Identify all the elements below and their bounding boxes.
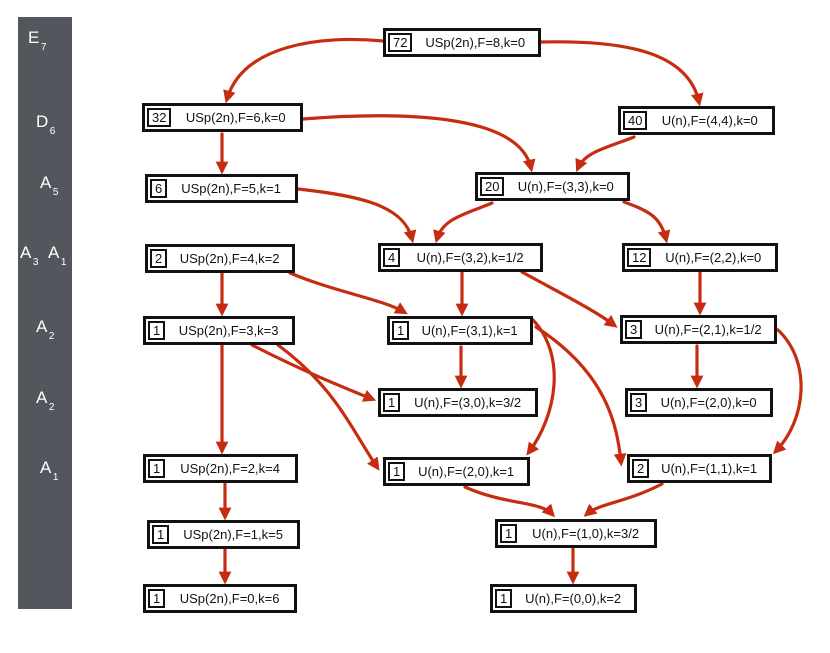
- legend-label-d6: D6: [36, 112, 56, 138]
- edge-u-11-to-u-10: [583, 482, 664, 517]
- node-label: USp(2n),F=0,k=6: [179, 591, 280, 606]
- node-usp-f1: 1 USp(2n),F=1,k=5: [147, 520, 300, 549]
- node-count: 1: [495, 589, 513, 608]
- node-label: U(n),F=(2,0),k=1: [418, 464, 515, 479]
- legend-label-a2-lower: A2: [36, 388, 55, 414]
- node-u-31: 1 U(n),F=(3,1),k=1: [387, 316, 533, 345]
- node-label: U(n),F=(3,3),k=0: [517, 179, 614, 194]
- node-count: 1: [392, 321, 410, 340]
- edge-usp-f4-to-u-31: [288, 271, 408, 315]
- edge-u-33-to-u-22: [622, 200, 671, 244]
- node-count: 1: [383, 393, 401, 412]
- node-count: 1: [148, 589, 166, 608]
- node-usp-f8: 72 USp(2n),F=8,k=0: [383, 28, 541, 57]
- edge-usp-f5-to-u-32: [296, 187, 417, 244]
- node-usp-f4: 2 USp(2n),F=4,k=2: [145, 244, 295, 273]
- node-label: U(n),F=(2,0),k=0: [660, 395, 757, 410]
- node-u-44: 40 U(n),F=(4,4),k=0: [618, 106, 775, 135]
- node-u-22: 12 U(n),F=(2,2),k=0: [622, 243, 778, 272]
- node-u-20k1: 1 U(n),F=(2,0),k=1: [383, 457, 530, 486]
- edge-u-20k1-to-u-10: [463, 485, 556, 518]
- node-label: USp(2n),F=5,k=1: [181, 181, 281, 196]
- node-label: USp(2n),F=8,k=0: [425, 35, 526, 50]
- node-u-20k0: 3 U(n),F=(2,0),k=0: [625, 388, 773, 417]
- node-label: U(n),F=(3,1),k=1: [421, 323, 518, 338]
- node-count: 1: [152, 525, 170, 544]
- legend-label-e7: E7: [28, 28, 47, 54]
- node-label: U(n),F=(1,1),k=1: [661, 461, 758, 476]
- node-count: 4: [383, 248, 401, 267]
- node-count: 20: [480, 177, 505, 196]
- node-usp-f2: 1 USp(2n),F=2,k=4: [143, 454, 298, 483]
- node-u-21: 3 U(n),F=(2,1),k=1/2: [620, 315, 777, 344]
- node-u-11: 2 U(n),F=(1,1),k=1: [627, 454, 772, 483]
- edge-u-33-to-u-32: [433, 201, 494, 244]
- edge-usp-f3-to-u-20k1: [276, 343, 380, 471]
- legend-label-a1-pair: A1: [48, 243, 67, 269]
- node-count: 1: [148, 321, 166, 340]
- edge-u-31-to-u-11: [534, 325, 627, 467]
- node-label: U(n),F=(2,1),k=1/2: [654, 322, 762, 337]
- node-u-10: 1 U(n),F=(1,0),k=3/2: [495, 519, 657, 548]
- edge-usp-f6-to-u-33: [301, 114, 536, 173]
- node-label: U(n),F=(1,0),k=3/2: [532, 526, 640, 541]
- node-count: 1: [148, 459, 166, 478]
- edge-usp-f8-to-usp-f6: [223, 37, 385, 104]
- legend-label-a2-upper: A2: [36, 317, 55, 343]
- edge-usp-f3-to-u-30: [250, 343, 377, 402]
- node-u-30: 1 U(n),F=(3,0),k=3/2: [378, 388, 538, 417]
- node-count: 1: [388, 462, 406, 481]
- node-label: USp(2n),F=1,k=5: [183, 527, 283, 542]
- node-label: U(n),F=(2,2),k=0: [665, 250, 762, 265]
- node-usp-f6: 32 USp(2n),F=6,k=0: [142, 103, 303, 132]
- node-count: 32: [147, 108, 172, 127]
- node-label: U(n),F=(3,2),k=1/2: [416, 250, 524, 265]
- node-count: 3: [625, 320, 643, 339]
- node-label: U(n),F=(0,0),k=2: [525, 591, 622, 606]
- node-count: 72: [388, 33, 413, 52]
- node-count: 2: [150, 249, 168, 268]
- node-u-00: 1 U(n),F=(0,0),k=2: [490, 584, 637, 613]
- node-label: U(n),F=(4,4),k=0: [661, 113, 758, 128]
- edge-u-44-to-u-33: [575, 135, 636, 173]
- node-count: 12: [627, 248, 652, 267]
- node-count: 6: [150, 179, 168, 198]
- node-u-32: 4 U(n),F=(3,2),k=1/2: [378, 243, 543, 272]
- node-usp-f3: 1 USp(2n),F=3,k=3: [143, 316, 295, 345]
- legend-label-a5: A5: [40, 173, 59, 199]
- node-label: USp(2n),F=6,k=0: [185, 110, 286, 125]
- node-label: USp(2n),F=2,k=4: [180, 461, 280, 476]
- edge-usp-f8-to-u-44: [539, 40, 704, 107]
- legend-label-a3: A3: [20, 243, 39, 269]
- symmetry-legend-bar: [18, 17, 72, 609]
- node-label: U(n),F=(3,0),k=3/2: [414, 395, 522, 410]
- node-count: 1: [500, 524, 518, 543]
- node-usp-f0: 1 USp(2n),F=0,k=6: [143, 584, 297, 613]
- node-usp-f5: 6 USp(2n),F=5,k=1: [145, 174, 298, 203]
- legend-label-a1: A1: [40, 458, 59, 484]
- node-count: 3: [630, 393, 648, 412]
- node-u-33: 20 U(n),F=(3,3),k=0: [475, 172, 630, 201]
- edge-u-32-to-u-21: [520, 270, 618, 328]
- node-label: USp(2n),F=4,k=2: [179, 251, 280, 266]
- node-count: 2: [632, 459, 650, 478]
- node-count: 40: [623, 111, 648, 130]
- node-label: USp(2n),F=3,k=3: [178, 323, 279, 338]
- edge-u-21-to-u-11: [772, 328, 803, 455]
